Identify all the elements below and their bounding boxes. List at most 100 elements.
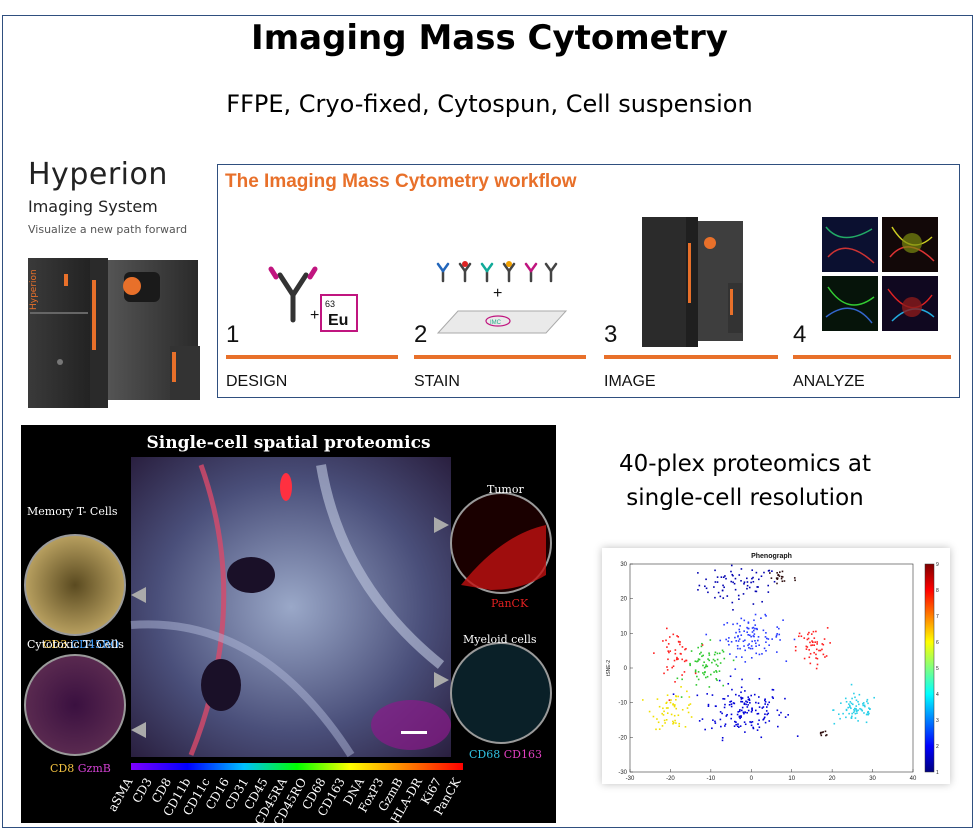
plex-caption-line-1: 40-plex proteomics at — [619, 451, 871, 477]
workflow-step-4-label: ANALYZE — [793, 373, 865, 390]
scatter-point — [744, 649, 746, 652]
scatter-point — [815, 653, 817, 656]
hyperion-tagline: Visualize a new path forward — [28, 223, 188, 236]
workflow-step-2-line — [414, 355, 586, 359]
scatter-point — [732, 574, 734, 577]
scatter-point — [743, 582, 745, 585]
scatter-point — [747, 634, 750, 636]
scatter-point — [698, 720, 701, 722]
scatter-point — [808, 649, 810, 651]
scatter-point — [706, 693, 708, 695]
scatter-point — [663, 710, 665, 713]
scatter-point — [826, 627, 829, 629]
scatter-point — [729, 701, 731, 703]
scatter-point — [698, 658, 701, 661]
scatter-point — [683, 660, 686, 663]
colorbar-tick-label: 4 — [936, 692, 939, 698]
y-tick-label: 0 — [624, 666, 628, 672]
scatter-point — [727, 682, 730, 685]
scatter-point — [666, 694, 669, 697]
scatter-point — [772, 697, 774, 699]
scatter-point — [755, 642, 757, 645]
scatter-point — [652, 715, 655, 718]
scatter-point — [723, 698, 726, 700]
scatter-point — [743, 630, 745, 632]
scatter-point — [747, 644, 749, 647]
scatter-point — [648, 710, 651, 713]
scatter-point — [849, 701, 852, 703]
scatter-point — [723, 706, 726, 709]
scatter-point — [754, 613, 757, 616]
scatter-point — [729, 675, 732, 678]
scatter-point — [697, 658, 700, 660]
scatter-point — [676, 656, 678, 659]
marker-cd68: CD68 — [469, 748, 501, 761]
scatter-point — [856, 710, 858, 712]
scatter-point — [748, 646, 750, 649]
scatter-point — [688, 704, 690, 706]
scatter-point — [750, 645, 753, 647]
scatter-point — [719, 662, 722, 664]
scatter-point — [776, 651, 778, 653]
scatter-point — [735, 723, 737, 726]
scatter-point — [844, 697, 847, 700]
scatter-point — [734, 636, 736, 639]
scatter-point — [755, 701, 757, 704]
scatter-point — [778, 714, 781, 716]
scatter-point — [743, 703, 746, 706]
scatter-point — [824, 730, 827, 733]
scatter-point — [671, 666, 673, 669]
scatter-point — [809, 662, 812, 665]
scatter-point — [740, 696, 742, 699]
inset-tumor-title: Tumor — [487, 483, 524, 496]
scatter-point — [778, 575, 781, 577]
scatter-point — [741, 656, 743, 658]
colorbar-tick-label: 3 — [936, 718, 939, 724]
scatter-point — [845, 716, 847, 719]
plus-sign-2: + — [493, 285, 502, 302]
scatter-point — [681, 708, 684, 711]
scatter-point — [851, 712, 853, 715]
scatter-point — [771, 688, 774, 691]
scatter-point — [752, 603, 755, 605]
scatter-point — [706, 665, 709, 668]
workflow-step-2-label: STAIN — [414, 373, 460, 390]
scatter-point — [776, 578, 779, 580]
scatter-point — [716, 658, 719, 661]
scatter-point — [763, 716, 766, 719]
scatter-point — [715, 669, 717, 672]
scatter-point — [712, 719, 714, 721]
workflow-step-4-number: 4 — [793, 321, 807, 348]
scatter-point — [739, 647, 741, 650]
scatter-point — [726, 713, 728, 716]
scatter-point — [675, 698, 677, 701]
scatter-point — [862, 704, 865, 707]
scatter-point — [677, 695, 680, 698]
colorbar-tick-label: 1 — [936, 770, 939, 776]
scatter-point — [755, 627, 758, 630]
scatter-point — [751, 721, 754, 723]
scatter-point — [857, 709, 859, 712]
scatter-point — [752, 626, 755, 629]
scatter-point — [750, 721, 752, 724]
scatter-point — [656, 718, 658, 720]
scatter-point — [849, 706, 851, 708]
inset-tumor-marker: PanCK — [491, 597, 529, 610]
marker-cd45ro: CD45RO — [70, 638, 120, 651]
scatter-point — [755, 571, 758, 574]
scatter-point — [729, 653, 731, 655]
x-tick-label: -30 — [626, 776, 635, 782]
scatter-point — [768, 701, 771, 704]
scatter-point — [715, 678, 718, 680]
scatter-point — [731, 573, 734, 576]
scatter-point — [700, 645, 703, 648]
scatter-point — [751, 627, 754, 629]
scatter-point — [739, 717, 741, 720]
scatter-point — [673, 704, 676, 707]
scatter-point — [701, 642, 703, 645]
scatter-point — [765, 641, 767, 644]
scatter-point — [764, 713, 766, 715]
scatter-point — [743, 645, 745, 647]
scatter-point — [735, 721, 737, 723]
scatter-point — [666, 669, 669, 671]
